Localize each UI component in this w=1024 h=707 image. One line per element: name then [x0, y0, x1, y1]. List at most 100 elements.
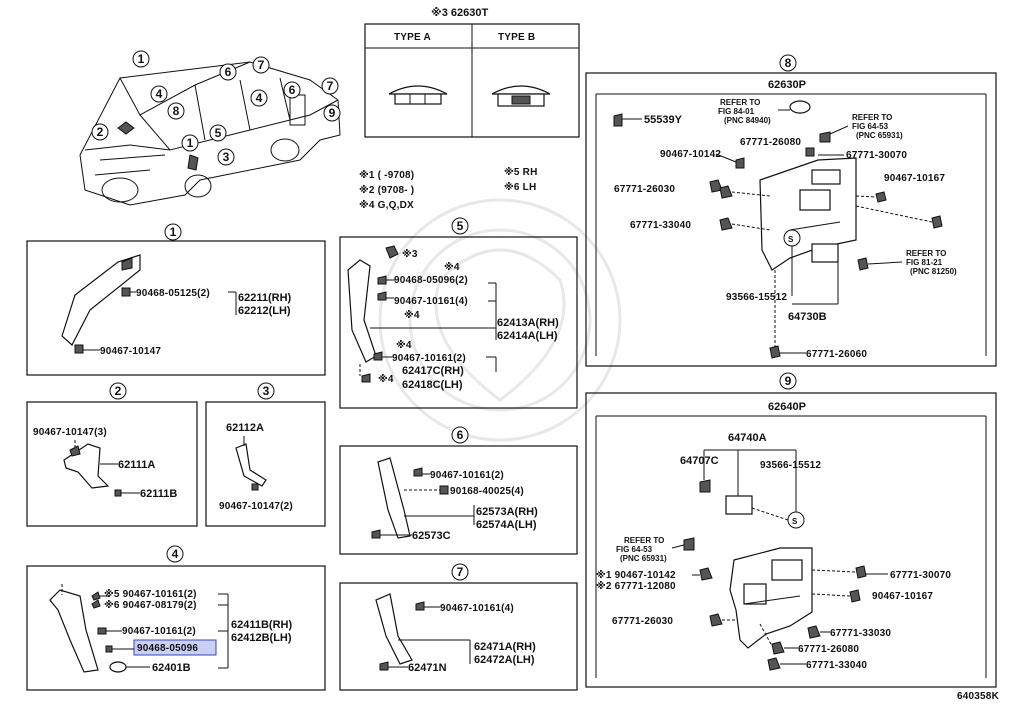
clip-type-a-shape [388, 85, 448, 105]
car-callout-2[interactable]: 2 [91, 123, 109, 141]
group-6: 6 90467-10161(2) 90168-40025(4) 62573A(R… [339, 426, 578, 555]
car-callout-4[interactable]: 4 [150, 85, 168, 103]
part-90467-10142-g8[interactable]: 90467-10142 [660, 149, 721, 160]
part-90467-10167-g9[interactable]: 90467-10167 [872, 591, 933, 602]
part-90468-05096-highlighted[interactable]: 90468-05096 [133, 639, 217, 656]
svg-text:1: 1 [187, 136, 194, 150]
part-62573A[interactable]: 62573A(RH) [476, 506, 538, 518]
svg-text:2: 2 [97, 125, 104, 139]
group-9-callout[interactable]: 9 [779, 372, 797, 390]
svg-text:※4 G,Q,DX: ※4 G,Q,DX [359, 199, 414, 211]
svg-text:5: 5 [457, 219, 464, 233]
part-62111B[interactable]: 62111B [140, 488, 177, 500]
group-1-callout[interactable]: 1 [164, 223, 182, 241]
part-67771-12080[interactable]: ※2 67771-12080 [596, 580, 676, 592]
part-90467-10147[interactable]: 90467-10147 [100, 346, 161, 357]
car-callout-1b[interactable]: 1 [181, 134, 199, 152]
car-callout-7b[interactable]: 7 [321, 77, 339, 95]
car-callout-5[interactable]: 5 [209, 124, 227, 142]
part-90468-05096-2[interactable]: 90468-05096(2) [394, 275, 468, 286]
svg-text:1: 1 [170, 225, 177, 239]
part-67771-26060[interactable]: 67771-26060 [806, 349, 867, 360]
part-90467-10142-g9[interactable]: ※1 90467-10142 [596, 569, 676, 581]
part-67771-30070-g8[interactable]: 67771-30070 [846, 150, 907, 161]
part-90467-10167-g8[interactable]: 90467-10167 [884, 173, 945, 184]
part-62413A[interactable]: 62413A(RH) [497, 317, 559, 329]
part-90467-10161-g7[interactable]: 90467-10161(4) [440, 603, 514, 614]
part-62212[interactable]: 62212(LH) [238, 305, 291, 317]
car-callout-3[interactable]: 3 [217, 148, 235, 166]
part-67771-26030-g8[interactable]: 67771-26030 [614, 184, 675, 195]
part-64730B[interactable]: 64730B [788, 311, 827, 323]
svg-text:※5 RH: ※5 RH [504, 166, 538, 178]
part-62574A[interactable]: 62574A(LH) [476, 519, 537, 531]
part-62471A[interactable]: 62471A(RH) [474, 641, 536, 653]
part-62417C[interactable]: 62417C(RH) [402, 365, 464, 377]
watermark-emblem [378, 198, 622, 442]
part-62211[interactable]: 62211(RH) [238, 292, 292, 304]
part-62573C[interactable]: 62573C [412, 530, 451, 542]
part-67771-26080-g8[interactable]: 67771-26080 [740, 137, 801, 148]
part-90467-10161-4[interactable]: 90467-10161(4) [394, 296, 468, 307]
part-67771-33030[interactable]: 67771-33030 [830, 628, 891, 639]
part-90467-10161-2b[interactable]: 90467-10161(2) [392, 353, 466, 364]
svg-text:2: 2 [115, 384, 122, 398]
part-67771-33040-g8[interactable]: 67771-33040 [630, 220, 691, 231]
car-callout-8[interactable]: 8 [167, 102, 185, 120]
part-62472A[interactable]: 62472A(LH) [474, 654, 535, 666]
part-67771-33040-g9[interactable]: 67771-33040 [806, 660, 867, 671]
part-90467-10161-g6[interactable]: 90467-10161(2) [430, 470, 504, 481]
part-55539Y[interactable]: 55539Y [644, 114, 683, 126]
svg-text:8: 8 [173, 104, 180, 118]
group-4-callout[interactable]: 4 [166, 545, 184, 563]
part-62411B[interactable]: 62411B(RH) [231, 619, 292, 631]
part-90468-05125[interactable]: 90468-05125(2) [136, 288, 210, 299]
car-callout-9[interactable]: 9 [323, 104, 341, 122]
part-64740A[interactable]: 64740A [728, 432, 767, 444]
group-3-callout[interactable]: 3 [257, 382, 275, 400]
svg-text:REFER TO: REFER TO [624, 536, 664, 545]
part-62401B[interactable]: 62401B [152, 662, 191, 674]
part-67771-26080-g9[interactable]: 67771-26080 [798, 644, 859, 655]
group-4: 4 ※5 90467-10161(2) ※6 90467-08179(2) 90… [26, 545, 326, 691]
group-7-callout[interactable]: 7 [451, 563, 469, 581]
svg-text:※4: ※4 [404, 309, 420, 321]
car-callout-4b[interactable]: 4 [250, 89, 268, 107]
group-2-callout[interactable]: 2 [109, 382, 127, 400]
group-8-callout[interactable]: 8 [779, 54, 797, 72]
part-62112A[interactable]: 62112A [226, 422, 264, 434]
part-93566-15512-g8[interactable]: 93566-15512 [726, 292, 787, 303]
car-callout-6b[interactable]: 6 [283, 81, 301, 99]
clip-type-panel: ※3 62630T TYPE A TYPE B [364, 7, 580, 138]
part-90467-10161-rh[interactable]: ※5 90467-10161(2) [104, 588, 197, 600]
car-callout-7a[interactable]: 7 [252, 56, 270, 74]
svg-text:※4: ※4 [378, 373, 394, 385]
group-6-callout[interactable]: 6 [451, 426, 469, 444]
part-62471N[interactable]: 62471N [408, 662, 447, 674]
svg-text:4: 4 [172, 547, 179, 561]
part-90467-10147-3[interactable]: 90467-10147(3) [33, 427, 107, 438]
part-62414A[interactable]: 62414A(LH) [497, 330, 558, 342]
part-90168-40025[interactable]: 90168-40025(4) [450, 486, 524, 497]
svg-text:5: 5 [215, 126, 222, 140]
part-90467-10147-2[interactable]: 90467-10147(2) [219, 501, 293, 512]
group-5-callout[interactable]: 5 [451, 217, 469, 235]
part-67771-26030-g9[interactable]: 67771-26030 [612, 616, 673, 627]
part-93566-15512-g9[interactable]: 93566-15512 [760, 460, 821, 471]
svg-text:3: 3 [223, 150, 230, 164]
group-5: 5 ※3 ※4 90468-05096(2) 90467-10161(4) ※4… [339, 217, 578, 409]
car-callout-1[interactable]: 1 [132, 50, 150, 68]
svg-text:FIG 84-01: FIG 84-01 [718, 107, 755, 116]
part-90467-08179[interactable]: ※6 90467-08179(2) [104, 599, 197, 611]
part-62418C[interactable]: 62418C(LH) [402, 379, 463, 391]
part-64707C[interactable]: 64707C [680, 455, 719, 467]
part-67771-30070-g9[interactable]: 67771-30070 [890, 570, 951, 581]
svg-text:FIG 81-21: FIG 81-21 [906, 258, 943, 267]
part-62412B[interactable]: 62412B(LH) [231, 632, 292, 644]
svg-text:8: 8 [785, 56, 792, 70]
car-callout-6[interactable]: 6 [219, 63, 237, 81]
part-90467-10161-2[interactable]: 90467-10161(2) [122, 626, 196, 637]
footnotes: ※1 ( -9708) ※2 (9708- ) ※4 G,Q,DX ※5 RH … [359, 166, 538, 211]
part-62111A[interactable]: 62111A [118, 459, 155, 471]
